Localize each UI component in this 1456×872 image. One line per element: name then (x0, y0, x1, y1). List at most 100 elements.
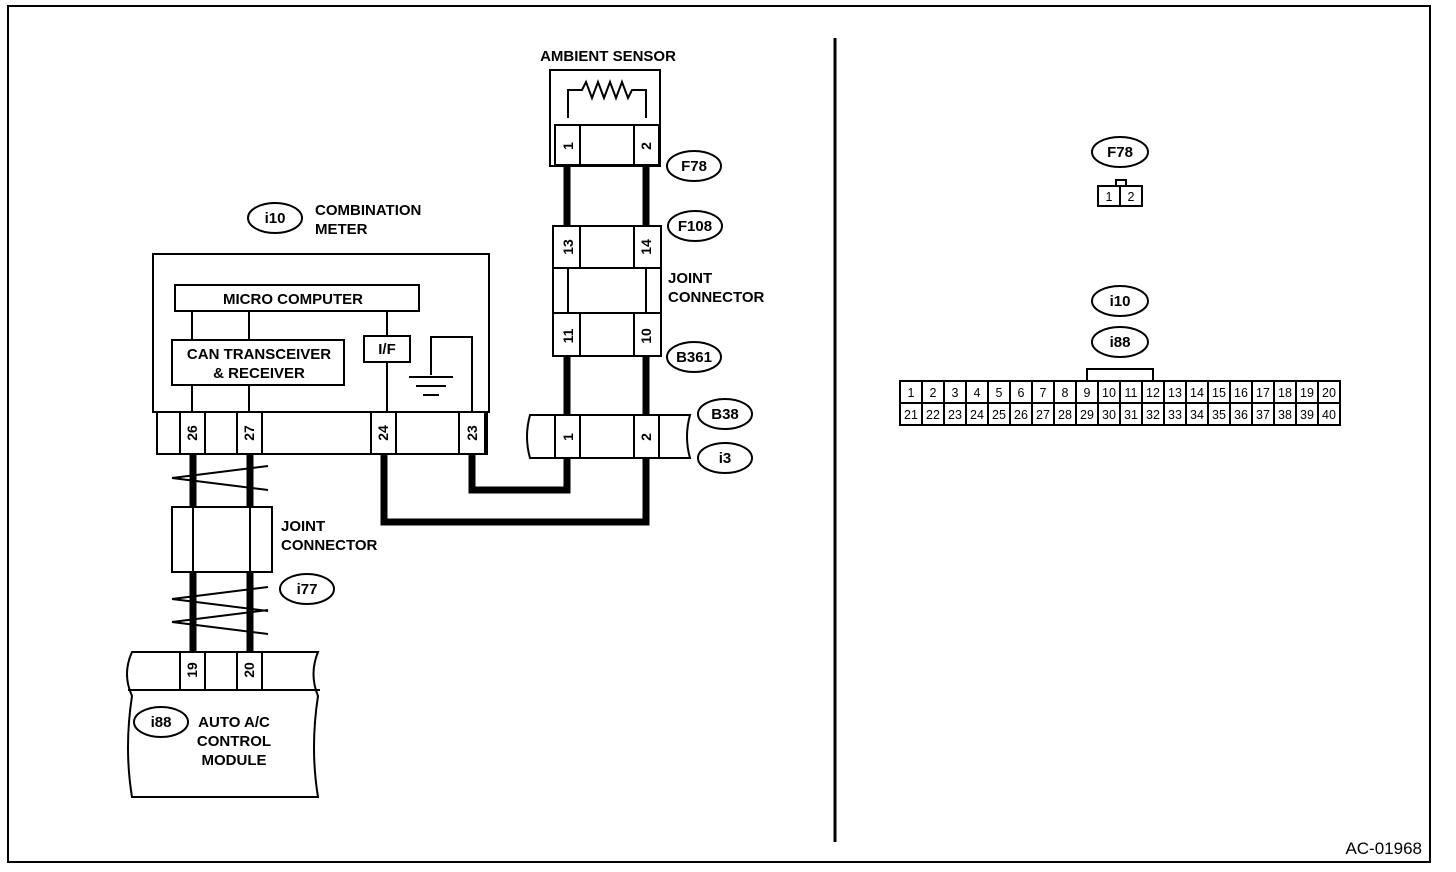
pin-number: 4 (974, 386, 981, 400)
sensor-pin-1: 1 (560, 142, 576, 150)
b361-connector-id: B361 (676, 349, 712, 366)
combination-meter-label-1: COMBINATION (315, 202, 421, 219)
f78-connector-id: F78 (681, 158, 707, 175)
i77-connector-tag (279, 573, 335, 605)
view-f78-label: F78 (1107, 144, 1133, 161)
can-transceiver-label-2: & RECEIVER (213, 365, 305, 382)
pin-number: 18 (1278, 386, 1292, 400)
pin-number: 31 (1124, 408, 1138, 422)
pin-number: 36 (1234, 408, 1248, 422)
view-i88-tag (1091, 326, 1149, 358)
pin-number: 12 (1146, 386, 1160, 400)
pin-number: 38 (1278, 408, 1292, 422)
pin-number: 28 (1058, 408, 1072, 422)
view-i88-label: i88 (1110, 334, 1131, 351)
twisted-pair-marker-upper (171, 465, 269, 491)
i77-connector-id: i77 (297, 581, 318, 598)
diagram-frame (7, 5, 1431, 863)
ground-icon (409, 376, 453, 396)
pin-number: 6 (1018, 386, 1025, 400)
view-40pin-latch (1086, 368, 1154, 382)
joint-connector-right (552, 225, 662, 357)
f108-connector-tag (667, 210, 723, 242)
meter-connector-block (156, 411, 488, 455)
joint-connector-left-label-2: CONNECTOR (281, 537, 378, 554)
joint-connector-left (171, 506, 273, 573)
f108-connector-id: F108 (678, 218, 712, 235)
pin-cell (1317, 402, 1341, 426)
pin-number: 20 (1322, 386, 1336, 400)
pin-number: 26 (1014, 408, 1028, 422)
pin-number: 27 (1036, 408, 1050, 422)
pin-number: 30 (1102, 408, 1116, 422)
can-transceiver-block (171, 339, 345, 386)
auto-ac-pin-20: 20 (241, 662, 257, 678)
i88-connector-tag (133, 706, 189, 738)
i10-connector-id: i10 (265, 210, 286, 227)
sensor-pin-2: 2 (638, 142, 654, 150)
combination-meter-label-2: METER (315, 221, 368, 238)
meter-pin-26: 26 (184, 425, 200, 441)
b361-pin-10: 10 (638, 328, 654, 344)
can-transceiver-label-1: CAN TRANSCEIVER (187, 346, 331, 363)
figure-id: AC-01968 (1345, 839, 1422, 858)
pin-number: 10 (1102, 386, 1116, 400)
pin-number: 33 (1168, 408, 1182, 422)
resistor-icon (567, 79, 647, 118)
view-f78-pin-1: 1 (1106, 190, 1113, 204)
pin-number: 22 (926, 408, 940, 422)
auto-ac-pin-19: 19 (184, 662, 200, 678)
pin-number: 5 (996, 386, 1003, 400)
meter-pin-23: 23 (464, 425, 480, 441)
b361-connector-tag (666, 341, 722, 373)
joint-connector-right-label-1: JOINT (668, 270, 712, 287)
pin-number: 35 (1212, 408, 1226, 422)
view-i10-label: i10 (1110, 293, 1131, 310)
pin-number: 17 (1256, 386, 1270, 400)
meter-pin-27: 27 (241, 425, 257, 441)
micro-computer-label: MICRO COMPUTER (223, 291, 363, 308)
i3-connector-id: i3 (719, 450, 732, 467)
pin-number: 14 (1190, 386, 1204, 400)
pin-number: 34 (1190, 408, 1204, 422)
pin-number: 32 (1146, 408, 1160, 422)
f108-pin-13: 13 (560, 239, 576, 255)
micro-computer-block (174, 284, 420, 312)
pin-number: 9 (1084, 386, 1091, 400)
i3-connector-tag (697, 442, 753, 474)
pin-number: 1 (908, 386, 915, 400)
ground-wire (430, 336, 473, 412)
b38-i3-connector-block (526, 414, 692, 459)
pin-number: 37 (1256, 408, 1270, 422)
pin-number: 8 (1062, 386, 1069, 400)
pin-number: 39 (1300, 408, 1314, 422)
pin-number: 29 (1080, 408, 1094, 422)
twisted-pair-marker-lower (171, 586, 269, 635)
pin-number: 15 (1212, 386, 1226, 400)
b361-pin-11: 11 (560, 328, 576, 343)
f78-connector-block (554, 124, 660, 166)
interface-block (363, 335, 411, 363)
view-f78-tag (1091, 136, 1149, 168)
b38-pin-2: 2 (638, 433, 654, 441)
pin-number: 21 (904, 408, 918, 422)
pin-number: 23 (948, 408, 962, 422)
view-f78-pin-2: 2 (1128, 190, 1135, 204)
pin-number: 16 (1234, 386, 1248, 400)
b38-connector-tag (697, 398, 753, 430)
pin-number: 40 (1322, 408, 1336, 422)
pin-number: 7 (1040, 386, 1047, 400)
pin-number: 24 (970, 408, 984, 422)
i88-connector-id: i88 (151, 714, 172, 731)
pin-number: 11 (1125, 386, 1138, 400)
auto-ac-label-3: MODULE (202, 752, 267, 769)
f78-connector-tag (666, 150, 722, 182)
b38-pin-1: 1 (560, 433, 576, 441)
auto-ac-label-2: CONTROL (197, 733, 271, 750)
pin-number: 19 (1300, 386, 1314, 400)
view-i10-tag (1091, 285, 1149, 317)
joint-connector-right-label-2: CONNECTOR (668, 289, 765, 306)
joint-connector-left-label-1: JOINT (281, 518, 325, 535)
